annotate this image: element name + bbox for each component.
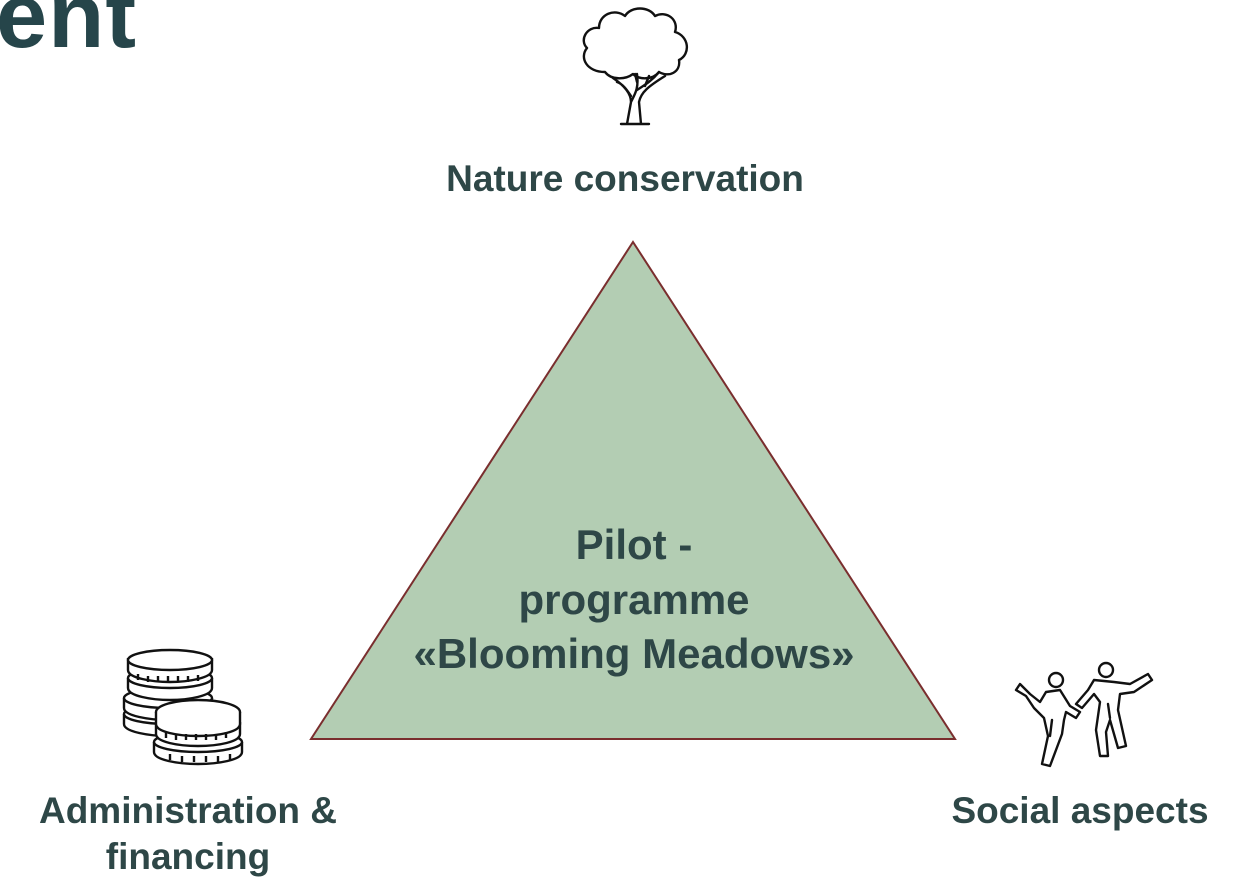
- programme-title-line-2: programme: [518, 575, 750, 623]
- triangle-shape: [309, 240, 957, 740]
- page-title-fragment: ent: [0, 0, 137, 67]
- programme-title: Pilot - programme «Blooming Meadows»: [360, 518, 908, 682]
- programme-title-line-1: Pilot -: [575, 521, 693, 568]
- nature-conservation-label: Nature conservation: [446, 158, 804, 199]
- coins-stack-icon: [112, 648, 252, 773]
- administration-financing-text: Administration & financing: [38, 790, 338, 878]
- tree-icon: [575, 2, 699, 133]
- programme-title-line-3: «Blooming Meadows»: [413, 630, 855, 678]
- administration-financing-label: Administration & financing: [8, 788, 368, 881]
- social-aspects-label: Social aspects: [951, 790, 1209, 831]
- dancing-people-icon: [1010, 660, 1160, 775]
